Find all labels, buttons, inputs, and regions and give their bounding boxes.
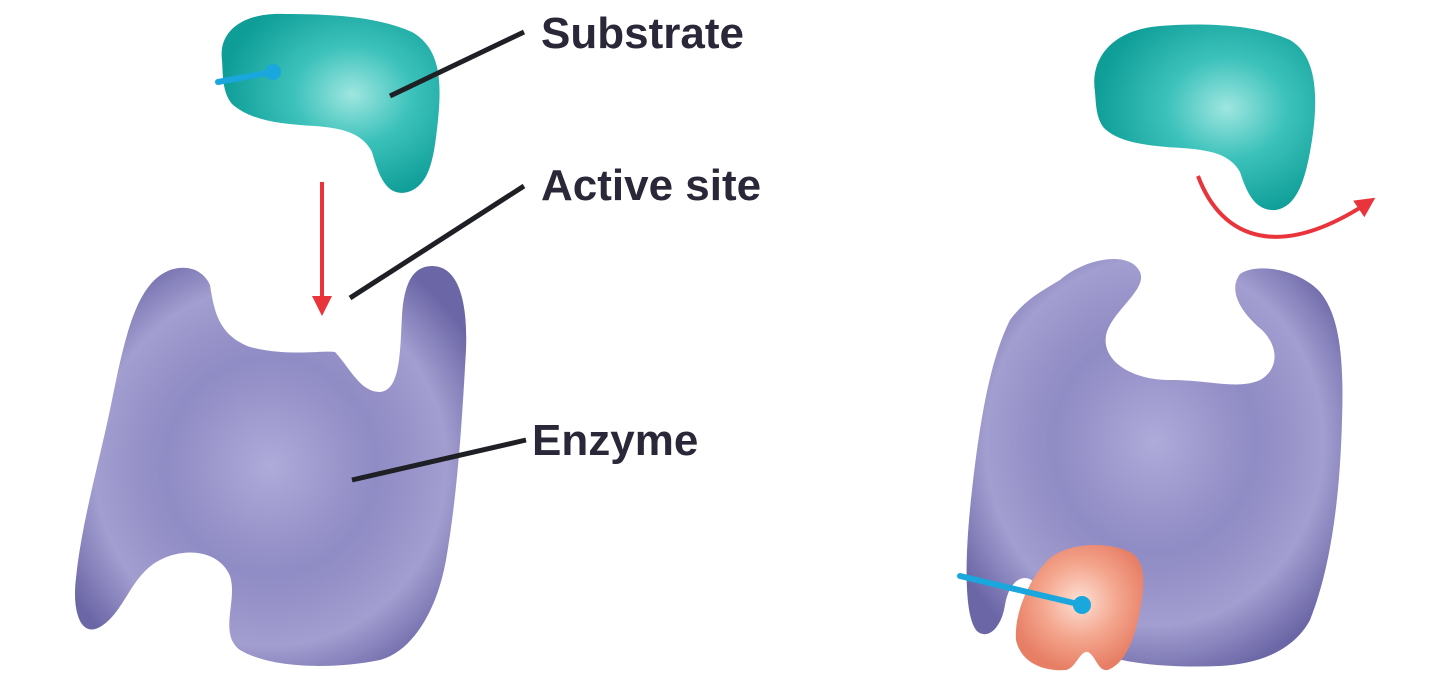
substrate-pin-head [265, 64, 281, 80]
release-arrow [1196, 175, 1376, 239]
active-site-label: Active site [541, 161, 761, 210]
left-panel: Substrate Active site Enzyme [74, 9, 761, 666]
enzyme-shape [74, 266, 467, 666]
substrate-pin-line [215, 69, 275, 85]
substrate-label: Substrate [541, 9, 744, 58]
substrate-shape [221, 13, 440, 193]
inhibitor-pin-line [957, 573, 1081, 607]
inhibitor-pin-head [1073, 596, 1091, 614]
right-panel [957, 24, 1376, 671]
substrate-leader-line [388, 29, 526, 99]
enzyme-leader-line [351, 437, 527, 483]
released-substrate-shape [1094, 24, 1316, 211]
enzyme-label: Enzyme [532, 416, 698, 465]
active-site-leader-line [348, 183, 526, 301]
